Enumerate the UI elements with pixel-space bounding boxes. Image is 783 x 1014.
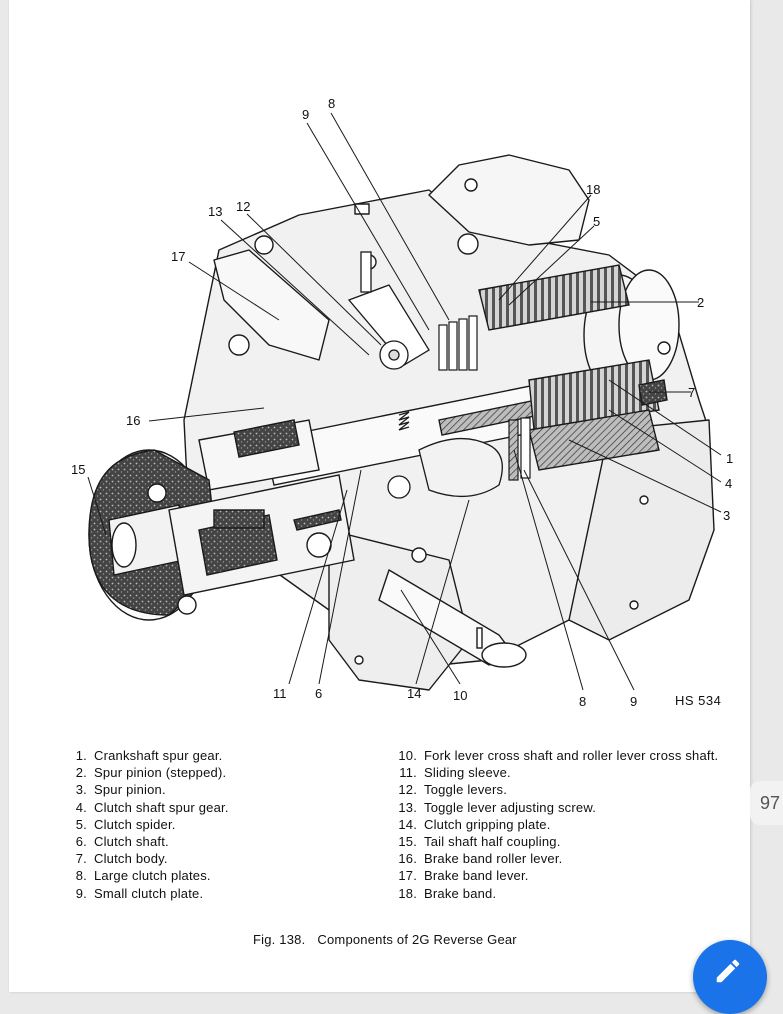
callout-15: 15 — [71, 462, 86, 477]
legend-item-number: 10. — [398, 748, 417, 763]
drawing-code: HS 534 — [675, 693, 722, 708]
legend-item-number: 1. — [75, 748, 87, 763]
legend-item: 1. Crankshaft spur gear. — [67, 747, 367, 764]
legend-item: 15. Tail shaft half coupling. — [392, 833, 732, 850]
callout-6: 6 — [315, 686, 323, 701]
legend-item: 8. Large clutch plates. — [67, 867, 367, 884]
legend-item-text: Small clutch plate. — [94, 885, 204, 901]
edit-fab-button[interactable] — [693, 940, 767, 1014]
legend-item-number: 13. — [398, 799, 417, 815]
reverse-gear-cutaway-diagram — [87, 112, 722, 691]
legend-item-text: Crankshaft spur gear. — [94, 748, 223, 763]
legend-item-number: 14. — [398, 816, 417, 832]
legend-item-number: 15. — [398, 834, 417, 850]
document-viewer: 1 2 3 4 5 6 7 8 9 10 11 12 13 14 15 16 1… — [9, 0, 783, 1014]
legend-item: 14. Clutch gripping plate. — [392, 816, 732, 833]
legend-item-number: 9. — [75, 885, 87, 901]
legend-item: 18. Brake band. — [392, 885, 732, 902]
legend-item-text: Tail shaft half coupling. — [424, 834, 561, 850]
legend-item-text: Clutch shaft spur gear. — [94, 799, 229, 815]
legend-item-text: Brake band. — [424, 885, 497, 901]
callout-9-top: 9 — [302, 107, 310, 122]
figure-title: Components of 2G Reverse Gear — [317, 932, 517, 947]
legend-item-number: 17. — [398, 868, 417, 884]
legend-item-number: 16. — [398, 851, 417, 867]
legend-item: 17. Brake band lever. — [392, 867, 732, 884]
legend-item-number: 18. — [398, 885, 417, 901]
callout-11: 11 — [273, 686, 287, 701]
legend-right-column: 10. Fork lever cross shaft and roller lev… — [392, 747, 732, 902]
legend-item-number: 6. — [75, 834, 87, 850]
legend-item: 6. Clutch shaft. — [67, 833, 367, 850]
legend-item-number: 7. — [75, 851, 87, 867]
legend-item: 16. Brake band roller lever. — [392, 850, 732, 867]
figure-caption: Fig. 138. Components of 2G Reverse Gear — [253, 932, 517, 947]
legend-item: 7. Clutch body. — [67, 850, 367, 867]
legend-left-column: 1. Crankshaft spur gear. 2. Spur pinion (st… — [67, 747, 367, 902]
legend-item-number: 3. — [75, 782, 87, 798]
legend-item-number: 5. — [75, 816, 87, 832]
legend-item: 3. Spur pinion. — [67, 781, 367, 798]
figure-number: Fig. 138. — [253, 932, 306, 947]
legend-item-number: 4. — [75, 799, 87, 815]
legend-item-number: 2. — [75, 765, 87, 781]
callout-7: 7 — [688, 385, 696, 400]
legend-item: 9. Small clutch plate. — [67, 885, 367, 902]
legend-item-text: Brake band lever. — [424, 868, 529, 884]
legend-item-text: Sliding sleeve. — [424, 765, 511, 781]
callout-1: 1 — [726, 451, 734, 466]
legend-item-text: Toggle levers. — [424, 782, 508, 798]
document-page: 1 2 3 4 5 6 7 8 9 10 11 12 13 14 15 16 1… — [9, 0, 750, 992]
callout-17: 17 — [171, 249, 186, 264]
legend-item: 11. Sliding sleeve. — [392, 764, 732, 781]
legend-item: 10. Fork lever cross shaft and roller lev… — [392, 747, 732, 764]
callout-12: 12 — [236, 199, 251, 214]
legend-item-text: Spur pinion. — [94, 782, 166, 798]
legend-item-text: Clutch spider. — [94, 816, 176, 832]
callout-8-bottom: 8 — [579, 694, 587, 709]
legend-item: 2. Spur pinion (stepped). — [67, 764, 367, 781]
page-number: 97 — [759, 792, 781, 813]
legend-item-text: Fork lever cross shaft and roller lever … — [424, 748, 719, 763]
legend-item-text: Clutch body. — [94, 851, 168, 867]
callout-13: 13 — [208, 204, 223, 219]
legend-item-text: Toggle lever adjusting screw. — [424, 799, 597, 815]
callout-2: 2 — [697, 295, 705, 310]
legend-item-number: 11. — [399, 765, 417, 781]
legend-item-text: Large clutch plates. — [94, 868, 211, 884]
callout-9-bottom: 9 — [630, 694, 638, 709]
legend-item-number: 8. — [75, 868, 87, 884]
callout-14: 14 — [407, 686, 422, 701]
callout-10: 10 — [453, 688, 468, 703]
legend-item: 5. Clutch spider. — [67, 816, 367, 833]
legend-item-text: Clutch gripping plate. — [424, 816, 551, 832]
legend-item: 12. Toggle levers. — [392, 781, 732, 798]
legend-item-number: 12. — [398, 782, 417, 798]
callout-16: 16 — [126, 413, 141, 428]
legend-item-text: Spur pinion (stepped). — [94, 765, 227, 781]
callout-8-top: 8 — [328, 96, 336, 111]
callout-18: 18 — [586, 182, 601, 197]
callout-4: 4 — [725, 476, 733, 491]
legend-item-text: Brake band roller lever. — [424, 851, 563, 867]
pencil-edit-icon — [716, 959, 740, 983]
legend-item-text: Clutch shaft. — [94, 834, 169, 850]
legend-item: 4. Clutch shaft spur gear. — [67, 799, 367, 816]
legend-item: 13. Toggle lever adjusting screw. — [392, 799, 732, 816]
callout-5: 5 — [593, 214, 601, 229]
page-number-indicator[interactable]: 97 — [750, 781, 783, 825]
callout-3: 3 — [723, 508, 731, 523]
